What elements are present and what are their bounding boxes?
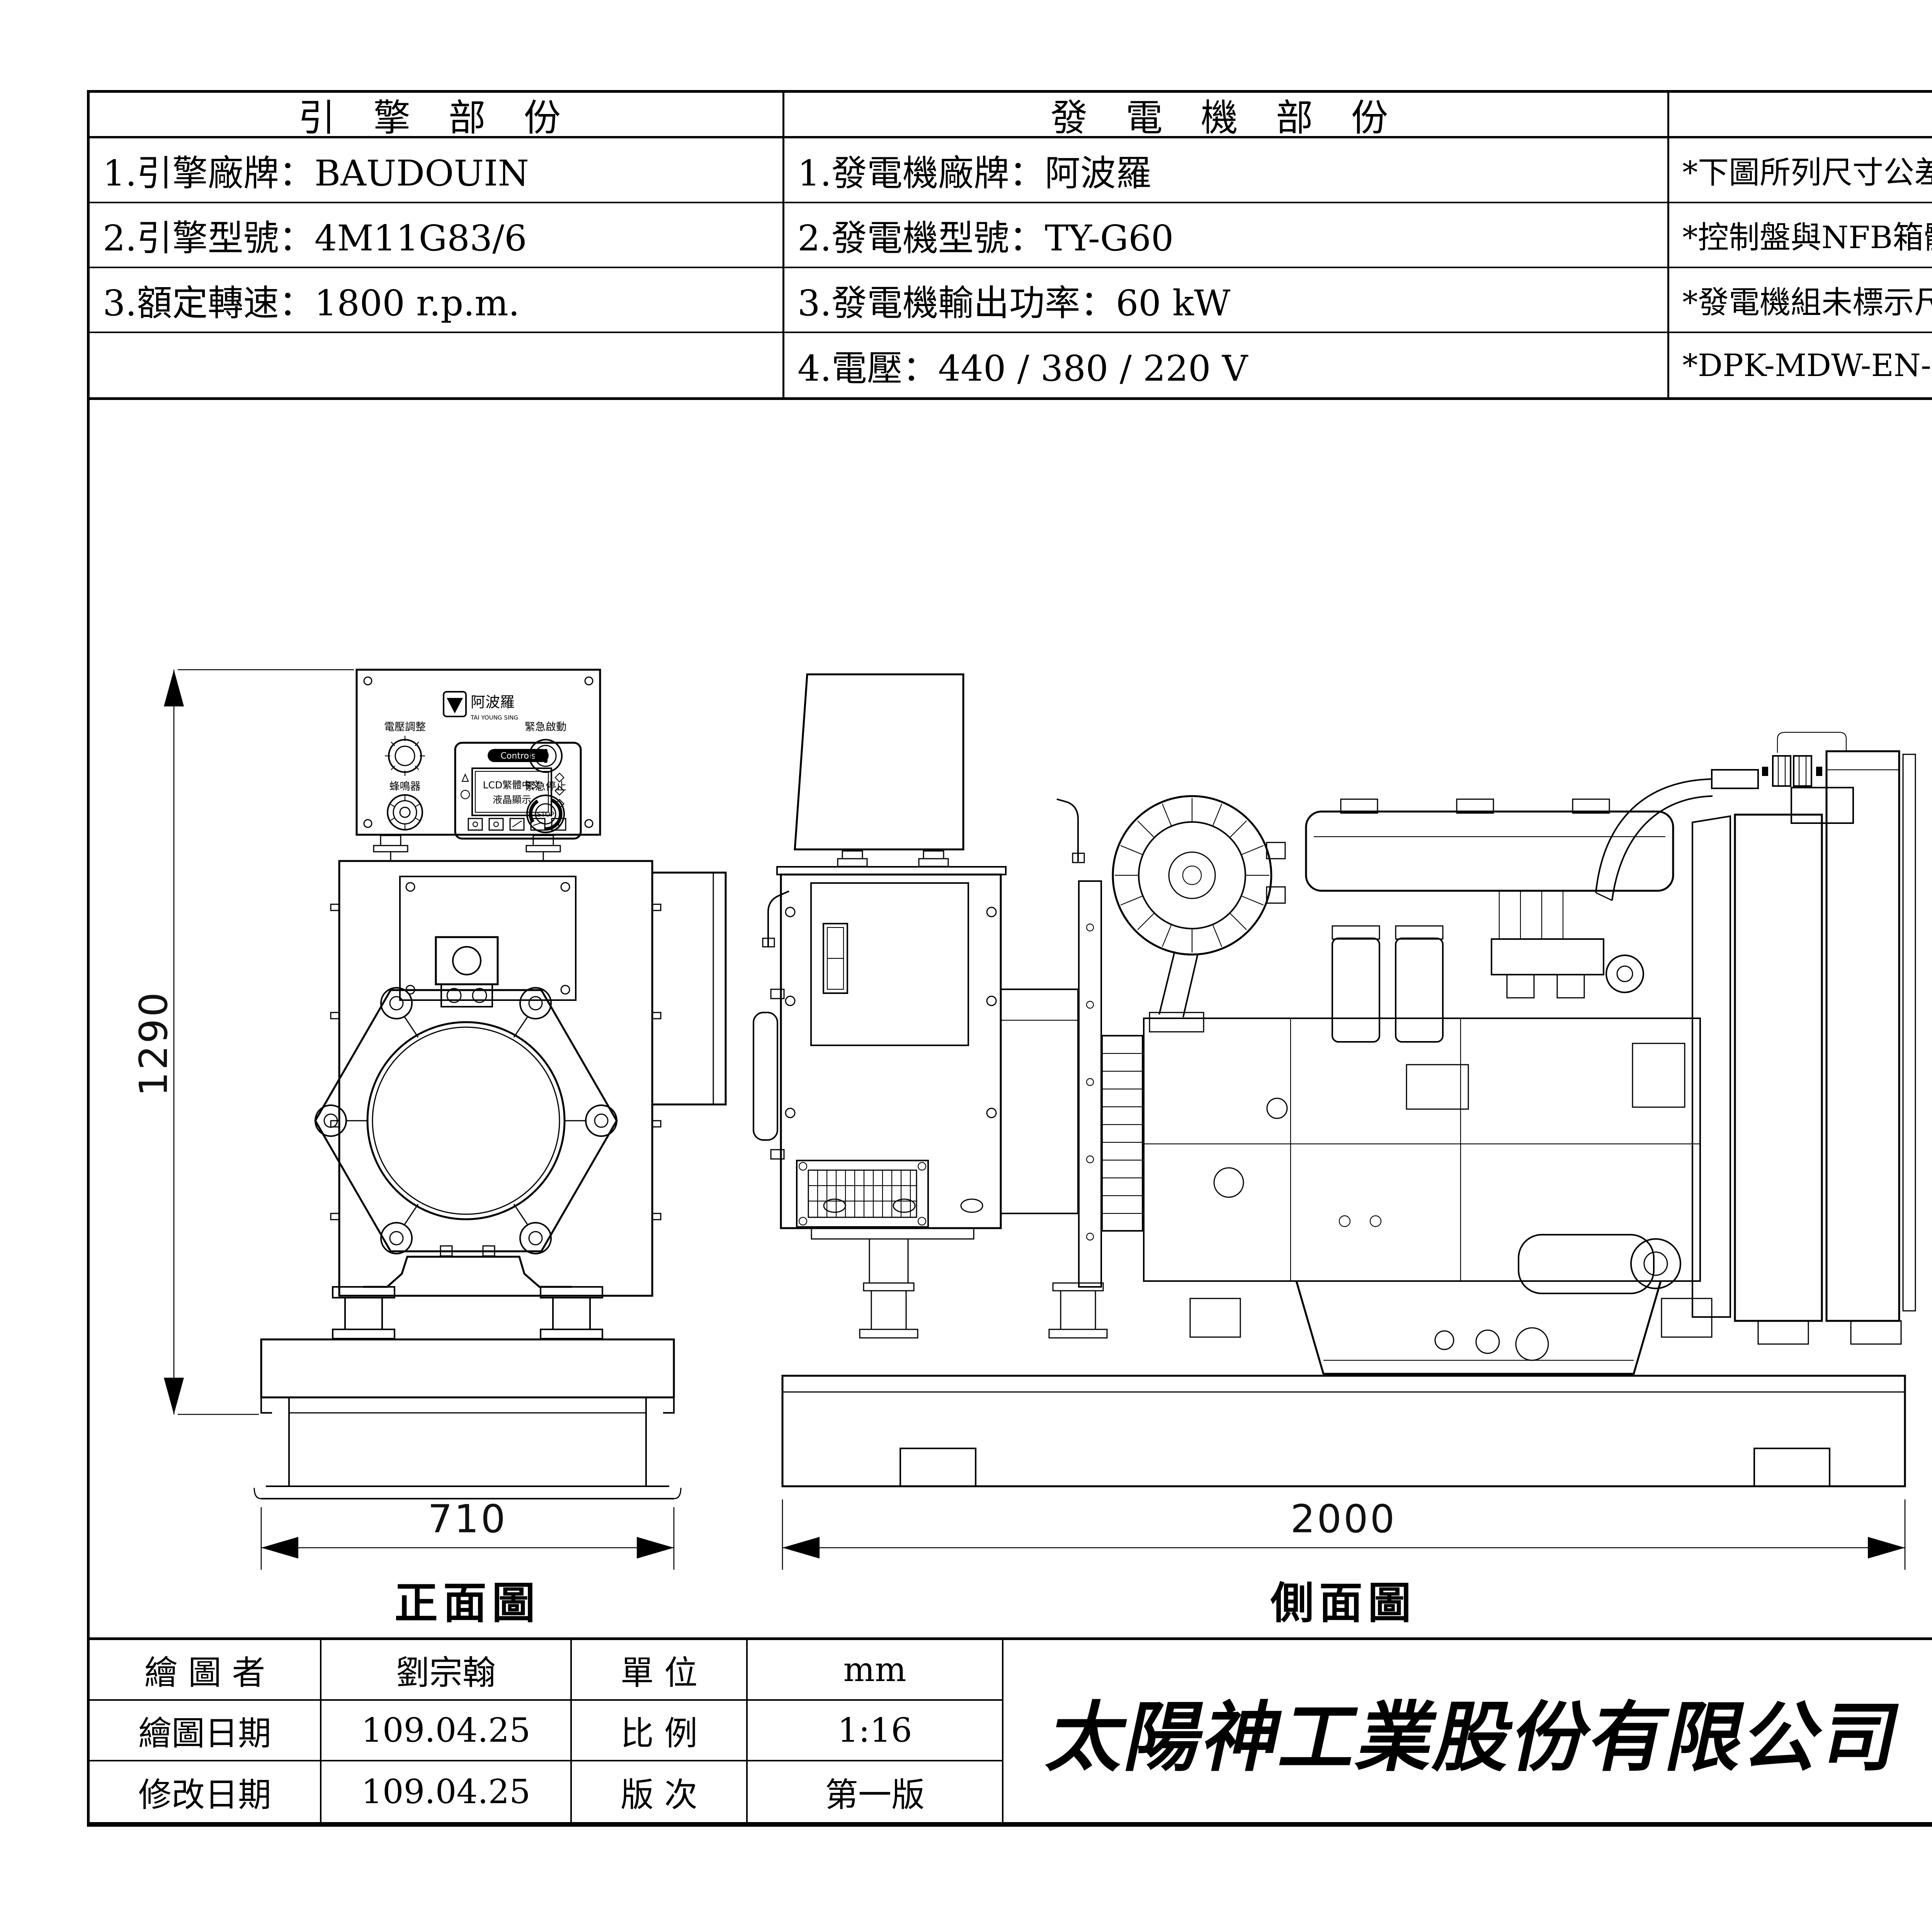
side-view-drawing — [753, 673, 1916, 1487]
note-row: *DPK-MDW-EN-4M11-0000-19-02-10 — [1682, 347, 1932, 383]
revise-date-label: 修改日期 — [90, 1761, 321, 1822]
note-row: *下圖所列尺寸公差為 ±150 mm — [1669, 138, 1932, 203]
voltage-knob-icon — [385, 736, 425, 776]
side-length-dimension — [782, 1499, 1906, 1570]
front-view-drawing: 阿波羅 TAI YOUNG SING 電壓調整 蜂鳴器 Con — [253, 669, 727, 1499]
version-value: 第一版 — [748, 1761, 1003, 1822]
drawer-value: 劉宗翰 — [321, 1640, 572, 1701]
intake-screen — [1101, 1035, 1143, 1232]
emergency-stop-icon: STOP — [526, 795, 565, 833]
panel-logo-text: 阿波羅 — [471, 694, 515, 711]
draw-date-value: 109.04.25 — [321, 1701, 572, 1761]
engine-block — [1143, 798, 1701, 1375]
front-view-title: 正面圖 — [395, 1578, 541, 1628]
engine-row: 2.引擎型號：4M11G83/6 — [90, 203, 784, 268]
unit-label: 單 位 — [572, 1640, 748, 1701]
front-height-dimension — [164, 669, 354, 1415]
title-block: 繪 圖 者 劉宗翰 單 位 mm 繪圖日期 109.04.25 比 例 1:16… — [87, 1637, 1932, 1827]
revise-date-value: 109.04.25 — [321, 1761, 572, 1822]
buzzer-icon — [387, 794, 423, 830]
side-length-dim-label: 2000 — [1290, 1496, 1397, 1542]
scale-value: 1:16 — [748, 1701, 1003, 1761]
company-name: 太陽神工業股份有限公司 — [1003, 1640, 1932, 1822]
spec-table: 引 擎 部 份 發 電 機 部 份 備 註 1.引擎廠牌：BAUDOUIN 1.… — [87, 90, 1932, 400]
air-cleaner — [1112, 795, 1286, 1033]
side-radiator — [1595, 732, 1916, 1345]
version-label: 版 次 — [572, 1761, 748, 1822]
draw-date-label: 繪圖日期 — [90, 1701, 321, 1761]
side-view-title: 側面圖 — [1270, 1578, 1417, 1628]
engine-row-empty — [90, 333, 784, 397]
front-width-dimension — [260, 1507, 675, 1570]
generator-section-header: 發 電 機 部 份 — [784, 93, 1669, 138]
voltage-knob-label: 電壓調整 — [384, 721, 426, 733]
engine-row: 3.額定轉速：1800 r.p.m. — [90, 268, 784, 333]
panel-logo-sub: TAI YOUNG SING — [470, 714, 518, 721]
engine-section-header: 引 擎 部 份 — [90, 93, 784, 138]
unit-value: mm — [748, 1640, 1003, 1701]
generator-row: 3.發電機輸出功率：60 kW — [784, 268, 1669, 333]
panel-logo-icon: 阿波羅 TAI YOUNG SING — [443, 691, 518, 721]
buzzer-label: 蜂鳴器 — [389, 781, 421, 793]
generator-row: 4.電壓：440 / 380 / 220 V — [784, 333, 1669, 397]
company-name-text: 太陽神工業股份有限公司 — [1041, 1693, 1910, 1782]
drawer-label: 繪 圖 者 — [90, 1640, 321, 1701]
emergency-stop-label: 緊急停止 — [525, 781, 566, 793]
key-switch-label: 緊急啟動 — [525, 721, 566, 733]
engine-row: 1.引擎廠牌：BAUDOUIN — [90, 138, 784, 203]
notes-section-header: 備 註 — [1669, 93, 1932, 138]
generator-louver-grille — [796, 1160, 929, 1228]
stop-button-text: STOP — [537, 811, 554, 818]
scale-label: 比 例 — [572, 1701, 748, 1761]
note-row: *控制盤與NFB箱體型式和顏色及位置可配合現場需求裝置 — [1669, 203, 1932, 268]
note-row: *發電機組未標示尺寸部份，依實際尺寸為準，配合現場空間調整 — [1669, 268, 1932, 333]
generator-row: 2.發電機型號：TY-G60 — [784, 203, 1669, 268]
lcd-text-1: LCD繁體中文 — [483, 779, 541, 791]
front-width-dim-label: 710 — [428, 1496, 507, 1542]
lcd-text-2: 液晶顯示 — [493, 794, 531, 805]
front-height-dim-label: 1290 — [131, 990, 176, 1097]
generator-row: 1.發電機廠牌：阿波羅 — [784, 138, 1669, 203]
key-switch-icon — [529, 739, 563, 773]
